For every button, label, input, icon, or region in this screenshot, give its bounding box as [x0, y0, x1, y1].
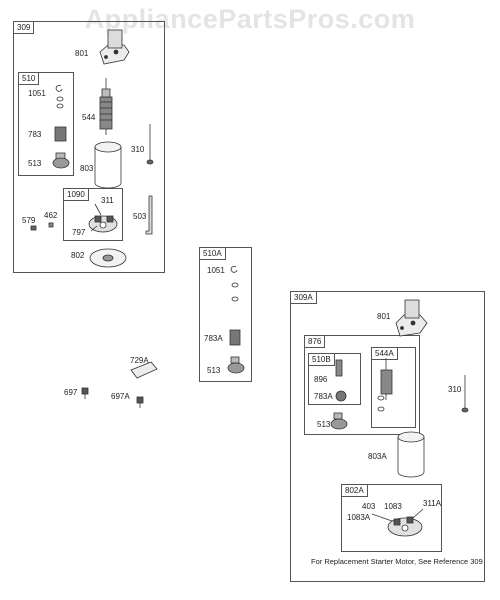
end-cap-801-drawing: [99, 29, 130, 65]
label-729A[interactable]: 729A: [130, 356, 149, 365]
label-801[interactable]: 801: [75, 49, 89, 58]
washer-drawing-2: [56, 103, 64, 109]
bolt-697A-drawing: [136, 396, 144, 408]
label-311A[interactable]: 311A: [423, 499, 442, 508]
group-309A-box: [290, 291, 485, 582]
group-876-tag[interactable]: 876: [304, 335, 326, 348]
group-544A-tag[interactable]: 544A: [371, 347, 398, 360]
end-cap-801-309A-drawing: [395, 299, 428, 337]
replacement-note: For Replacement Starter Motor, See Refer…: [311, 557, 483, 566]
group-802A-box: [341, 484, 442, 552]
label-802[interactable]: 802: [71, 251, 85, 260]
label-697A[interactable]: 697A: [111, 392, 130, 401]
strip-503-drawing: [145, 195, 153, 235]
gear-783A-510B-drawing: [335, 390, 347, 402]
washer-drawing: [56, 96, 64, 102]
ring-1051-510A-drawing: [230, 265, 238, 273]
washer-510A-drawing: [231, 282, 239, 288]
armature-544-drawing: [99, 78, 113, 135]
label-310[interactable]: 310: [131, 145, 145, 154]
label-783A-510B[interactable]: 783A: [314, 392, 333, 401]
group-510A-tag[interactable]: 510A: [199, 247, 226, 260]
group-1090-box: [63, 188, 123, 241]
drive-513-510A-drawing: [227, 356, 245, 374]
label-783[interactable]: 783: [28, 130, 42, 139]
group-510-box: [18, 72, 74, 176]
label-801-309A[interactable]: 801: [377, 312, 391, 321]
group-510-tag[interactable]: 510: [18, 72, 40, 85]
label-462[interactable]: 462: [44, 211, 58, 220]
group-510B-tag[interactable]: 510B: [308, 353, 335, 366]
group-309-tag[interactable]: 309: [13, 21, 35, 34]
bracket-729A-drawing: [130, 361, 158, 379]
spring-896-drawing: [335, 359, 343, 377]
label-513[interactable]: 513: [28, 159, 42, 168]
label-1083A[interactable]: 1083A: [347, 513, 371, 522]
label-513-510A[interactable]: 513: [207, 366, 221, 375]
label-896[interactable]: 896: [314, 375, 328, 384]
ring-1051-drawing: [55, 84, 63, 92]
brush-plate-311-drawing: [88, 215, 118, 233]
label-544[interactable]: 544: [82, 113, 96, 122]
end-plate-802-drawing: [89, 248, 127, 268]
label-1051-510A[interactable]: 1051: [207, 266, 225, 275]
bolt-310-drawing: [146, 124, 154, 165]
group-1090-tag[interactable]: 1090: [63, 188, 89, 201]
gear-783-drawing: [54, 126, 67, 142]
group-802A-tag[interactable]: 802A: [341, 484, 368, 497]
gear-783A-drawing: [229, 329, 241, 346]
housing-803-drawing: [94, 141, 122, 189]
label-1051[interactable]: 1051: [28, 89, 46, 98]
group-309A-tag[interactable]: 309A: [290, 291, 317, 304]
brush-plate-802A-drawing: [387, 516, 423, 537]
label-803[interactable]: 803: [80, 164, 94, 173]
label-803A[interactable]: 803A: [368, 452, 387, 461]
bolt-310-309A-drawing: [461, 375, 469, 413]
label-1083[interactable]: 1083: [384, 502, 402, 511]
watermark: AppliancePartsPros.com: [84, 4, 416, 34]
part-462-drawing: [48, 222, 54, 228]
drive-513-876-drawing: [330, 412, 348, 430]
label-579[interactable]: 579: [22, 216, 36, 225]
armature-544A-drawing: [377, 358, 393, 412]
bolt-697-drawing: [81, 387, 89, 399]
label-310-309A[interactable]: 310: [448, 385, 462, 394]
label-783A[interactable]: 783A: [204, 334, 223, 343]
label-513-876[interactable]: 513: [317, 420, 331, 429]
label-503[interactable]: 503: [133, 212, 147, 221]
label-697[interactable]: 697: [64, 388, 78, 397]
washer-510A-drawing-2: [231, 296, 239, 302]
housing-803A-drawing: [397, 431, 425, 478]
label-403[interactable]: 403: [362, 502, 376, 511]
group-876-box: [304, 335, 420, 435]
part-579-drawing: [30, 225, 37, 231]
label-797[interactable]: 797: [72, 228, 86, 237]
group-309-box: [13, 21, 165, 273]
drive-513-drawing: [52, 152, 70, 169]
label-311[interactable]: 311: [101, 196, 114, 205]
